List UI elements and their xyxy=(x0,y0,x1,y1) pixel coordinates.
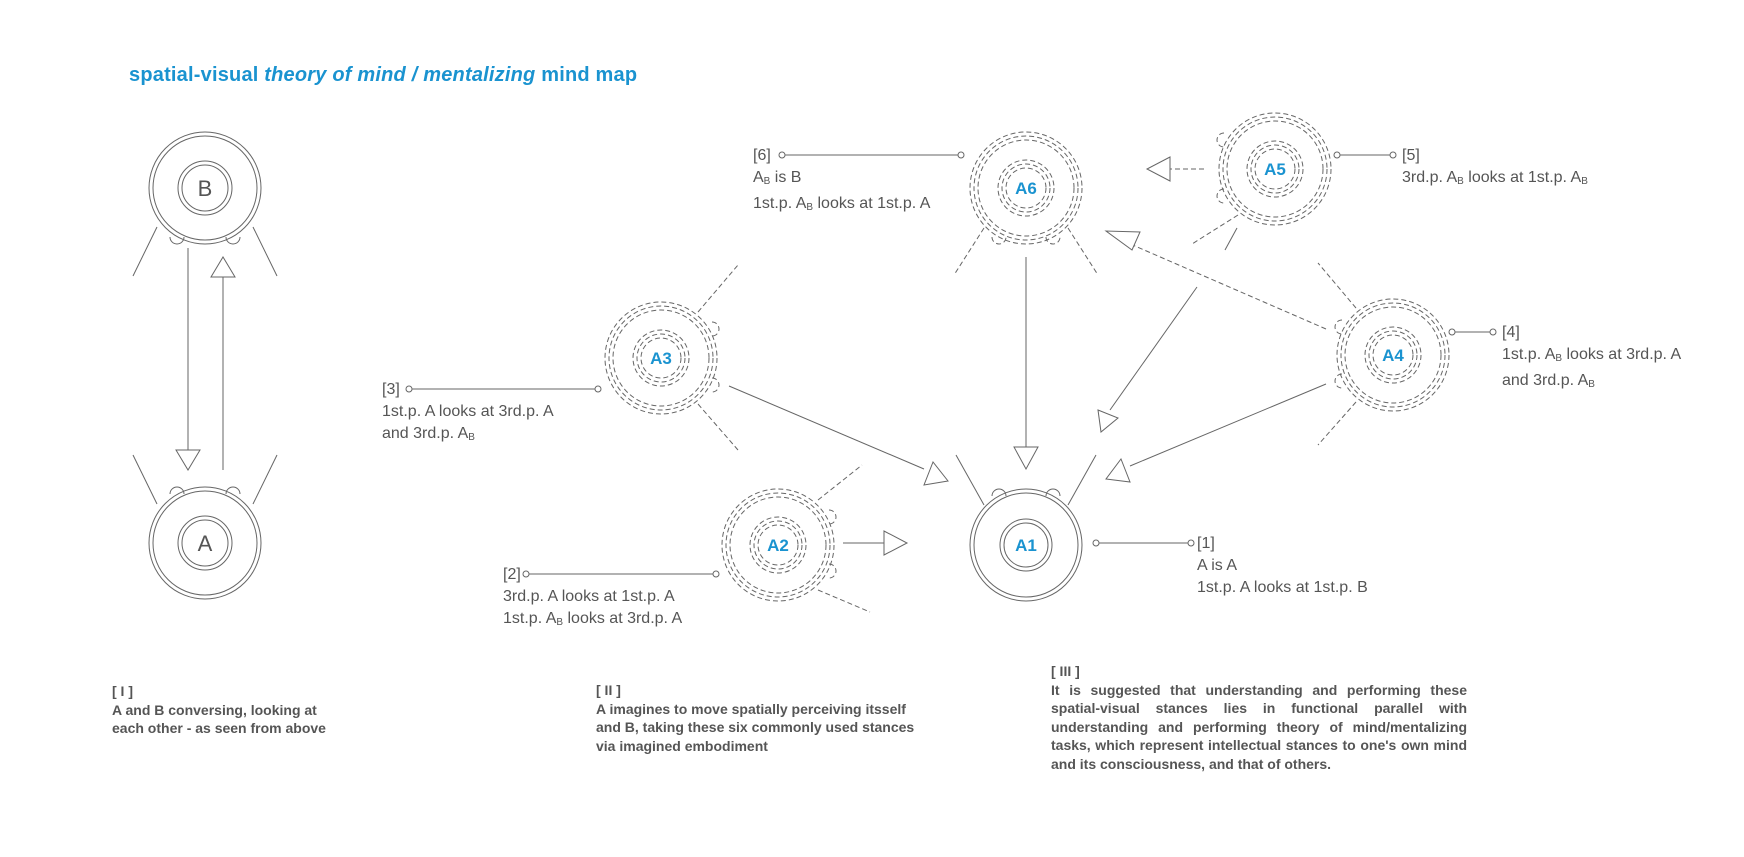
arrow-A5-to-A1 xyxy=(1097,227,1238,433)
annotation-5: [5] 3rd.p. AB looks at 1st.p. AB xyxy=(1402,145,1588,193)
node-A3-label: A3 xyxy=(650,349,672,368)
caption-II: [ II ] A imagines to move spatially perc… xyxy=(596,681,931,755)
caption-III: [ III ] It is suggested that understandi… xyxy=(1051,662,1467,773)
node-A: A xyxy=(132,454,278,600)
annotation-6: [6] AB is B 1st.p. AB looks at 1st.p. A xyxy=(753,145,930,219)
leader-6 xyxy=(778,151,965,159)
annotation-6-number: [6] xyxy=(753,147,771,164)
arrow-B-to-A xyxy=(175,248,201,471)
caption-II-text: A imagines to move spatially perceiving … xyxy=(596,700,915,754)
node-A4: A4 xyxy=(1317,262,1450,446)
node-A5-label: A5 xyxy=(1264,160,1286,179)
caption-I-text: A and B conversing, looking at each othe… xyxy=(112,701,326,737)
node-A1-label: A1 xyxy=(1015,536,1037,555)
leader-1 xyxy=(1092,539,1195,547)
title-part: mind map xyxy=(535,64,638,86)
annotation-2: [2] 3rd.p. A looks at 1st.p. A 1st.p. AB… xyxy=(503,564,682,634)
caption-III-text: It is suggested that understanding and p… xyxy=(1051,681,1467,772)
annotation-5-number: [5] xyxy=(1402,147,1420,164)
annotation-3-number: [3] xyxy=(382,381,400,398)
annotation-1-number: [1] xyxy=(1197,535,1215,552)
node-A1: A1 xyxy=(955,454,1097,602)
node-A-label: A xyxy=(198,531,213,556)
arrow-A6-to-A1 xyxy=(1013,257,1039,471)
annotation-6-line2: 1st.p. AB looks at 1st.p. A xyxy=(753,195,931,213)
node-B: B xyxy=(132,131,278,277)
node-A6-label: A6 xyxy=(1015,179,1037,198)
caption-I: [ I ] A and B conversing, looking at eac… xyxy=(112,682,342,738)
node-A2-label: A2 xyxy=(767,536,789,555)
leader-3 xyxy=(405,385,602,393)
node-A4-label: A4 xyxy=(1382,346,1404,365)
caption-II-number: [ II ] xyxy=(596,682,621,698)
annotation-3-line2: and 3rd.p. AB xyxy=(382,425,475,443)
arrow-A-to-B xyxy=(210,256,236,470)
node-A5: A5 xyxy=(1191,112,1332,245)
annotation-1: [1] A is A 1st.p. A looks at 1st.p. B xyxy=(1197,533,1368,599)
leader-4 xyxy=(1448,328,1497,336)
annotation-4: [4] 1st.p. AB looks at 3rd.p. A and 3rd.… xyxy=(1502,322,1681,396)
annotation-6-line1: AB is B xyxy=(753,169,802,187)
node-A3: A3 xyxy=(604,264,739,451)
title-part: spatial-visual xyxy=(129,64,265,86)
node-B-label: B xyxy=(198,176,213,201)
annotation-4-line1: 1st.p. AB looks at 3rd.p. A xyxy=(1502,346,1682,364)
node-A6: A6 xyxy=(953,131,1099,276)
annotation-2-line1: 3rd.p. A looks at 1st.p. A xyxy=(503,588,675,605)
annotation-4-number: [4] xyxy=(1502,324,1520,341)
arrow-A3-to-A1 xyxy=(728,385,949,486)
arrow-A2-to-A1 xyxy=(843,530,909,556)
arrow-A4-to-A6-head xyxy=(1104,230,1141,251)
node-A2: A2 xyxy=(721,464,871,613)
annotation-2-line2: 1st.p. AB looks at 3rd.p. A xyxy=(503,610,683,628)
title-part-italic: / xyxy=(405,64,424,86)
caption-I-number: [ I ] xyxy=(112,683,133,699)
title-part-italic: mentalizing xyxy=(423,64,536,86)
annotation-3: [3] 1st.p. A looks at 3rd.p. A and 3rd.p… xyxy=(382,379,554,449)
arrow-A4-to-A6 xyxy=(1127,242,1327,330)
leader-2 xyxy=(522,570,720,578)
title-part-italic: theory of mind xyxy=(264,64,406,86)
arrow-A4-to-A1 xyxy=(1105,383,1327,483)
annotation-2-number: [2] xyxy=(503,566,521,583)
page-title: spatial-visual theory of mind / mentaliz… xyxy=(129,64,637,87)
annotation-1-line2: 1st.p. A looks at 1st.p. B xyxy=(1197,579,1368,596)
caption-III-number: [ III ] xyxy=(1051,663,1080,679)
annotation-4-line2: and 3rd.p. AB xyxy=(1502,372,1595,390)
arrow-A5-to-A6-head xyxy=(1145,156,1171,182)
annotation-5-line1: 3rd.p. AB looks at 1st.p. AB xyxy=(1402,169,1588,187)
annotation-3-line1: 1st.p. A looks at 3rd.p. A xyxy=(382,403,554,420)
annotation-1-line1: A is A xyxy=(1197,557,1238,574)
leader-5 xyxy=(1333,151,1397,159)
